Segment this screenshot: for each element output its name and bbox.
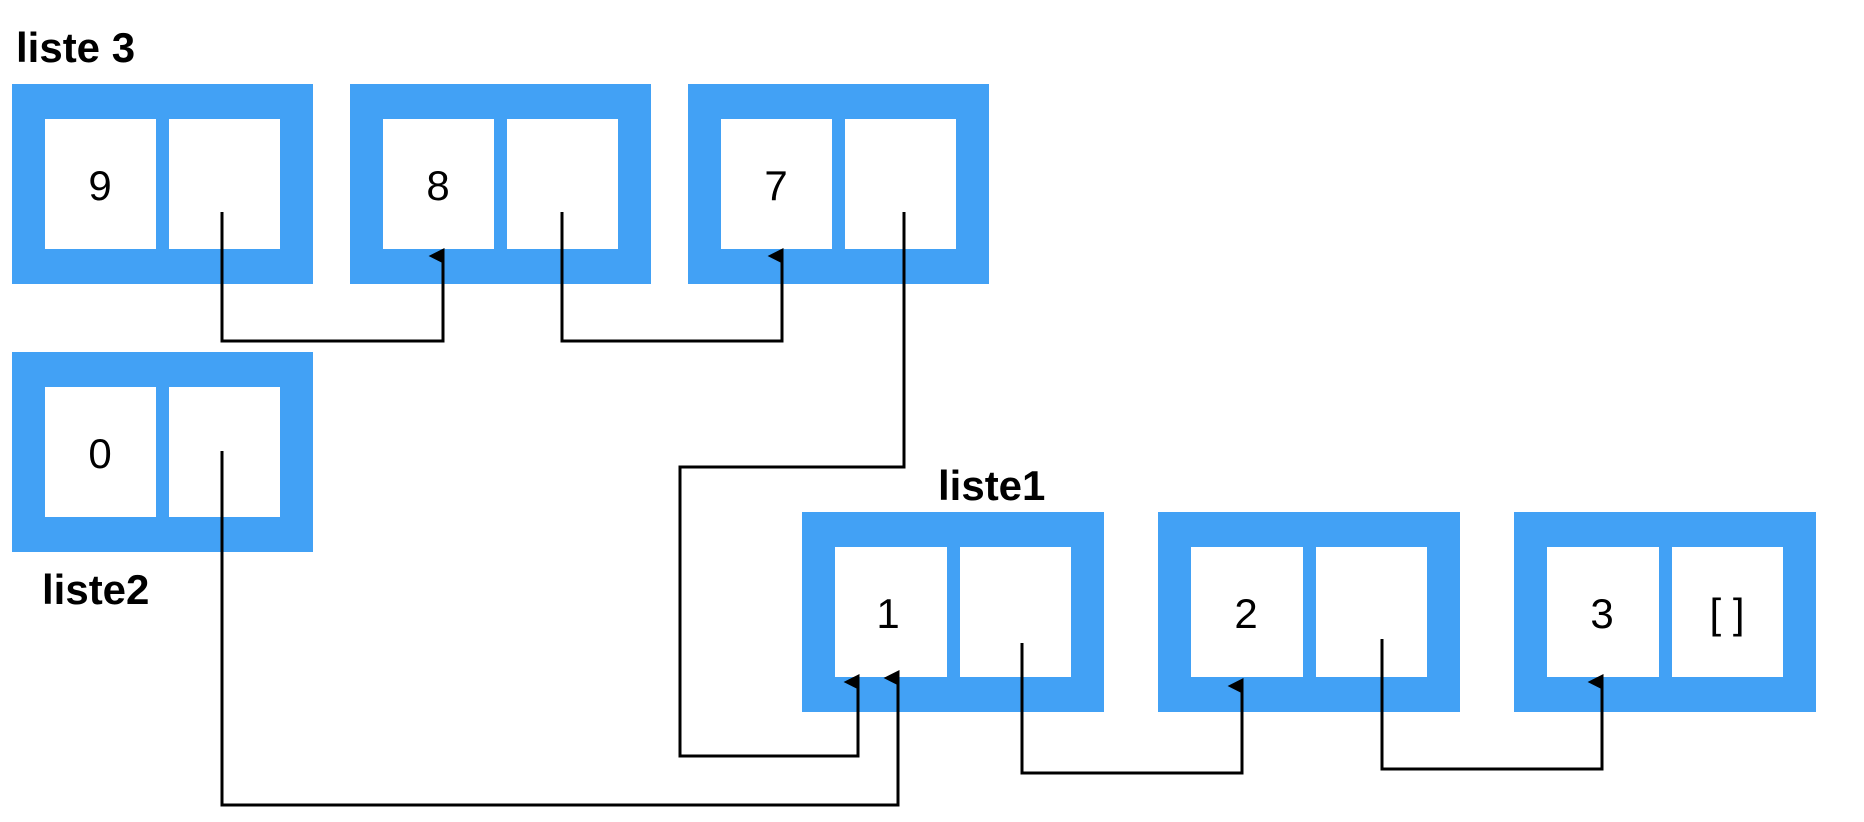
value-cell <box>1547 547 1659 677</box>
pointer-arrow-7-to-1 <box>678 212 906 758</box>
value-cell <box>45 387 156 517</box>
node-1 <box>802 512 1104 712</box>
value-cell <box>383 119 494 249</box>
pointer-cell <box>1316 547 1427 677</box>
label-liste2: liste2 <box>42 566 149 613</box>
pointer-arrow-2-to-3 <box>1380 639 1604 771</box>
value-cell <box>1191 547 1303 677</box>
node-0 <box>12 352 313 552</box>
node-7 <box>688 84 989 284</box>
pointer-cell <box>1672 547 1783 677</box>
pointer-cell <box>845 119 956 249</box>
label-liste1: liste1 <box>938 462 1045 509</box>
value-cell <box>721 119 832 249</box>
pointer-cell <box>169 119 280 249</box>
node-value-7: 7 <box>764 162 787 209</box>
node-2 <box>1158 512 1460 712</box>
value-cell <box>45 119 156 249</box>
pointer-arrow-9-to-8 <box>220 212 445 343</box>
pointer-cell <box>960 547 1071 677</box>
label-liste3: liste 3 <box>16 24 135 71</box>
node-value-8: 8 <box>426 162 449 209</box>
node-value-0: 0 <box>88 430 111 477</box>
node-9 <box>12 84 313 284</box>
node-8 <box>350 84 651 284</box>
value-cell <box>835 547 947 677</box>
pointer-arrow-8-to-7 <box>560 212 784 343</box>
pointer-arrow-1-to-2 <box>1020 643 1244 775</box>
node-value-2: 2 <box>1234 590 1257 637</box>
node-3 <box>1514 512 1816 712</box>
node-value-3: 3 <box>1590 590 1613 637</box>
node-value-1: 1 <box>876 590 899 637</box>
pointer-cell <box>169 387 280 517</box>
empty-list-value: [ ] <box>1709 590 1744 637</box>
pointer-arrow-0-to-1 <box>220 451 900 807</box>
node-value-9: 9 <box>88 162 111 209</box>
